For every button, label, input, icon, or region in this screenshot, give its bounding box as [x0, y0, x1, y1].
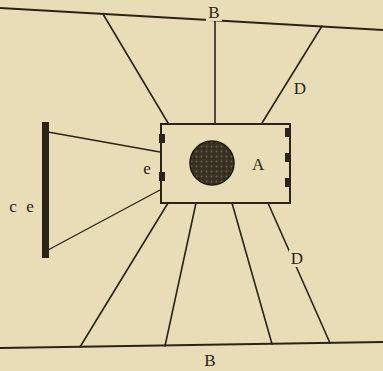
part-letter: D	[292, 80, 308, 97]
screen-bar	[42, 122, 49, 258]
notches	[159, 128, 291, 187]
part-letter: c	[7, 198, 19, 215]
wall-line	[0, 342, 383, 348]
part-letter: e	[141, 160, 153, 177]
instrument-box: A	[160, 123, 291, 204]
cone-lines	[48, 132, 160, 250]
globe	[190, 141, 234, 185]
part-letter: e	[24, 198, 36, 215]
wall-line	[0, 8, 383, 30]
part-letter: B	[206, 4, 221, 21]
part-letter: D	[289, 250, 305, 267]
part-letter: B	[202, 352, 217, 369]
part-letter: A	[252, 156, 264, 173]
ray-lines	[80, 14, 330, 347]
